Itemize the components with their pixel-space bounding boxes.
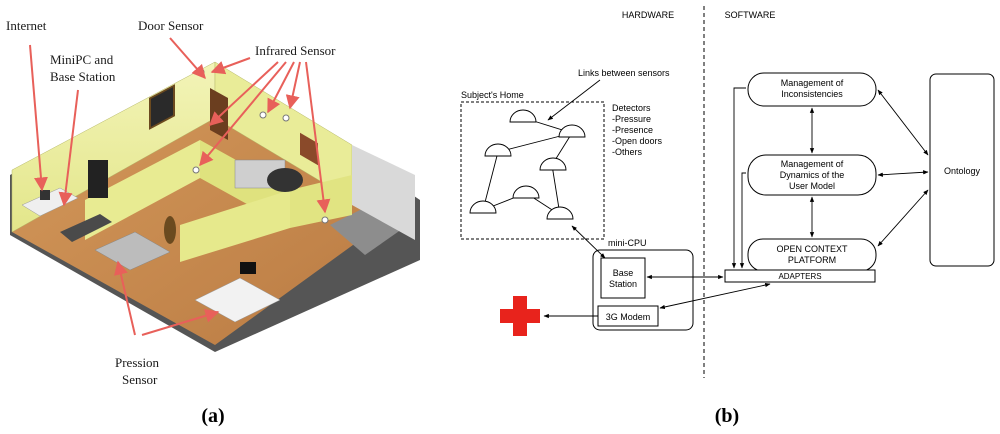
annotation-arrows xyxy=(29,37,331,336)
arrow-modem-adapters xyxy=(659,282,771,310)
label-door-sensor: Door Sensor xyxy=(138,18,204,33)
arrow-ir-5 xyxy=(285,61,301,110)
arrow-pression-1 xyxy=(114,260,136,336)
detectors-list: Detectors -Pressure -Presence -Open door… xyxy=(612,103,663,157)
label-pression-line2: Sensor xyxy=(122,372,158,387)
arrow-ir-2 xyxy=(208,61,279,126)
cross-horizontal xyxy=(500,309,540,323)
caption-b: (b) xyxy=(715,405,739,427)
sensor-node xyxy=(546,206,574,220)
arrow-pression-2 xyxy=(141,308,220,336)
mgmt-inconsistencies-line-1: Inconsistencies xyxy=(781,89,843,99)
window xyxy=(300,132,318,166)
label-internet: Internet xyxy=(6,18,47,33)
tv xyxy=(240,262,256,274)
arrow-ir-4 xyxy=(267,61,295,114)
sensor-node xyxy=(512,185,540,199)
subjects-home-box xyxy=(460,101,605,240)
modem-label: 3G Modem xyxy=(606,312,651,322)
label-subjects-home: Subject's Home xyxy=(461,90,524,100)
ir-sensor-device-4 xyxy=(321,216,329,224)
shower xyxy=(267,168,303,192)
arrow-door-sensor xyxy=(169,37,206,80)
sensor-node xyxy=(539,157,567,171)
management-inconsistencies-box xyxy=(747,72,877,107)
mgmt-dynamics-line-1: Dynamics of the xyxy=(780,170,845,180)
mgmt-dynamics-line-2: User Model xyxy=(789,181,835,191)
arrow-sensors-base xyxy=(571,225,606,259)
computer xyxy=(40,190,50,200)
arrow-inconsistencies-ontology xyxy=(877,89,929,156)
label-minipc-line1: MiniPC and xyxy=(50,52,114,67)
link-4 xyxy=(482,151,499,211)
label-minipc-line2: Base Station xyxy=(50,69,116,84)
wall-painting xyxy=(149,84,175,130)
arrow-ir-6 xyxy=(305,61,331,214)
partition-wall-1 xyxy=(85,140,200,240)
mgmt-inconsistencies-line-0: Management of xyxy=(781,78,844,88)
base-station-line-0: Base xyxy=(613,268,634,278)
base-station-line-1: Station xyxy=(609,279,637,289)
arrow-ir-3 xyxy=(199,61,287,167)
ir-sensor-device-1 xyxy=(259,111,267,119)
header-hardware: HARDWARE xyxy=(622,10,674,20)
arrow-ir-1 xyxy=(210,57,251,75)
sensor-node xyxy=(469,200,497,214)
ir-sensor-device-3 xyxy=(192,166,200,174)
ontology-label: Ontology xyxy=(944,166,981,176)
sensor-nodes xyxy=(469,109,586,220)
partition-wall-3 xyxy=(180,190,290,262)
adapters-bar xyxy=(724,269,876,283)
detectors-line-1: -Pressure xyxy=(612,114,651,124)
detectors-line-2: -Presence xyxy=(612,125,653,135)
ir-sensor-device-2 xyxy=(282,114,290,122)
base-station-box xyxy=(600,257,646,299)
sofa xyxy=(60,214,112,242)
label-infrared-sensor: Infrared Sensor xyxy=(255,43,336,58)
medical-cross-icon xyxy=(500,296,540,336)
detectors-line-4: -Others xyxy=(612,147,643,157)
arrow-internet xyxy=(29,44,48,192)
open-context-line-1: PLATFORM xyxy=(788,255,836,265)
open-context-line-0: OPEN CONTEXT xyxy=(776,244,848,254)
arrow-dynamics-ontology xyxy=(877,170,929,177)
sensor-node xyxy=(558,124,586,138)
label-pression-line1: Pression xyxy=(115,355,160,370)
management-dynamics-box xyxy=(747,154,877,196)
detectors-line-0: Detectors xyxy=(612,103,651,113)
arrow-platform-ontology xyxy=(877,189,929,247)
bathroom-wall xyxy=(352,145,415,240)
header-software: SOFTWARE xyxy=(725,10,776,20)
arrow-inconsistencies-adapters xyxy=(731,87,746,269)
architecture-diagram: HARDWARE SOFTWARE Subject's Home Links b… xyxy=(460,6,995,378)
ontology-box xyxy=(929,73,995,267)
adapters-label: ADAPTERS xyxy=(778,272,821,281)
detectors-line-3: -Open doors xyxy=(612,136,663,146)
house-illustration xyxy=(10,61,420,352)
software-arrows xyxy=(646,87,929,310)
caption-a: (a) xyxy=(201,405,224,427)
arrow-links xyxy=(547,79,601,121)
sensor-node xyxy=(509,109,537,123)
mirror xyxy=(164,216,176,244)
label-links-between-sensors: Links between sensors xyxy=(578,68,670,78)
bookcase xyxy=(88,160,108,198)
arrow-dynamics-adapters xyxy=(739,172,746,269)
label-mini-cpu: mini-CPU xyxy=(608,238,647,248)
mgmt-dynamics-line-0: Management of xyxy=(781,159,844,169)
arrow-minipc xyxy=(58,89,79,207)
sensor-node xyxy=(484,143,512,157)
